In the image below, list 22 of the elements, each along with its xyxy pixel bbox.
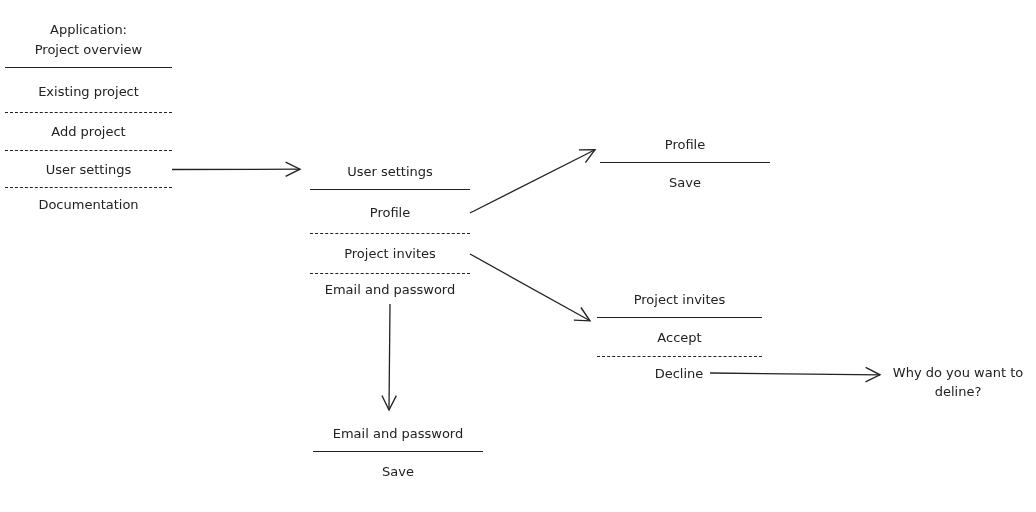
menu-item: Profile	[310, 192, 470, 234]
menu-item: Existing project	[5, 70, 172, 113]
arrow	[709, 366, 881, 383]
menu-item: User settings	[5, 151, 172, 188]
menu-item: Email and password	[310, 274, 470, 304]
menu-item: Decline	[648, 357, 710, 389]
menu-item: Save	[600, 165, 770, 200]
menu-heading: Profile	[600, 120, 770, 163]
arrow	[469, 149, 596, 214]
arrow	[381, 303, 397, 411]
arrow	[469, 253, 591, 322]
menu-heading: Application: Project overview	[5, 0, 172, 68]
menu-heading: User settings	[310, 150, 470, 190]
menu-item: Accept	[597, 318, 762, 357]
menu-item: Project invites	[310, 234, 470, 274]
menu-item: Documentation	[5, 188, 172, 220]
menu-heading: Email and password	[313, 410, 483, 452]
arrow	[171, 161, 301, 178]
menu-item: Save	[313, 454, 483, 488]
question-text: Why do you want to deline?	[880, 352, 1036, 412]
menu-heading: Project invites	[597, 272, 762, 318]
menu-item: Add project	[5, 113, 172, 151]
